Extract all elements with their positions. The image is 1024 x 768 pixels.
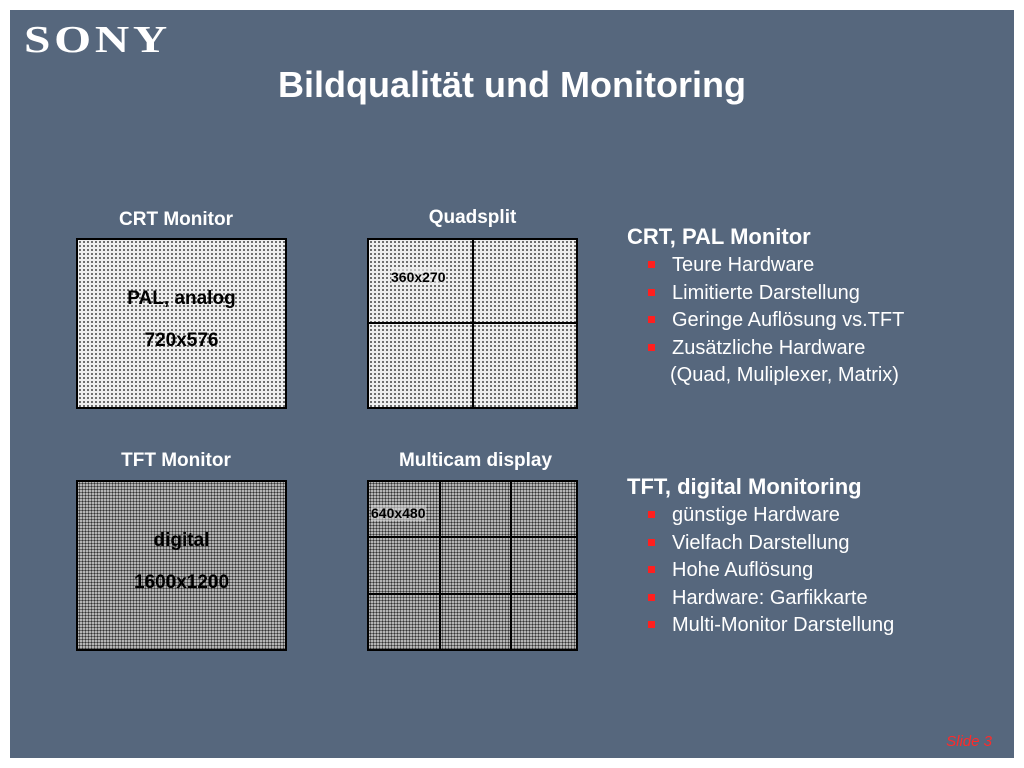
page-title: Bildqualität und Monitoring: [278, 64, 746, 105]
bullet-square-icon: [648, 511, 655, 518]
crt-monitor-resolution: 720x576: [144, 330, 219, 351]
crt-monitor-caption: CRT Monitor: [119, 209, 233, 230]
list-item: Multi-Monitor Darstellung: [642, 612, 894, 640]
crt-monitor-type: PAL, analog: [127, 288, 236, 309]
slide-number: Slide 3: [946, 733, 992, 750]
list-item: Zusätzliche Hardware: [642, 335, 904, 363]
bullet-square-icon: [648, 566, 655, 573]
bullet-text: Zusätzliche Hardware: [672, 336, 866, 359]
quadsplit-cell-label: 360x270: [391, 269, 446, 285]
bullet-text: Vielfach Darstellung: [672, 531, 850, 554]
multicam-caption: Multicam display: [398, 450, 553, 471]
bullet-square-icon: [648, 261, 655, 268]
list-item: Limitierte Darstellung: [642, 280, 904, 308]
quadsplit-box: 360x270: [367, 238, 578, 409]
bullet-square-icon: [648, 343, 655, 351]
list-item: günstige Hardware: [642, 502, 894, 530]
bullet-text: Hohe Auflösung: [672, 559, 814, 581]
multicam-divider-horizontal-1: [369, 536, 576, 538]
bullet-text: günstige Hardware: [672, 504, 840, 526]
bullet-text: Hardware: Garfikkarte: [672, 586, 868, 609]
slide: SONY Bildqualität und Monitoring CRT Mon…: [10, 10, 1014, 758]
quadsplit-divider-horizontal: [369, 322, 576, 324]
multicam-divider-vertical-2: [510, 482, 512, 649]
list-item: Vielfach Darstellung: [642, 530, 894, 558]
bullet-text: Limitierte Darstellung: [672, 281, 860, 304]
multicam-divider-horizontal-2: [369, 593, 576, 595]
tft-section-heading: TFT, digital Monitoring: [627, 474, 862, 499]
crt-monitor-box: PAL, analog 720x576: [76, 238, 287, 409]
tft-monitor-box: digital 1600x1200: [76, 480, 287, 651]
bullet-text: Teure Hardware: [672, 254, 815, 276]
multicam-box: 640x480: [367, 480, 578, 651]
multicam-divider-vertical-1: [439, 482, 441, 649]
bullet-text: Geringe Auflösung vs.TFT: [672, 309, 905, 331]
list-item: Teure Hardware: [642, 252, 904, 280]
bullet-square-icon: [648, 538, 655, 546]
sony-logo: SONY: [24, 19, 171, 61]
list-item: Hohe Auflösung: [642, 557, 894, 585]
bullet-text: Multi-Monitor Darstellung: [672, 614, 895, 636]
bullet-square-icon: [648, 621, 655, 628]
tft-monitor-caption: TFT Monitor: [121, 450, 231, 471]
list-item-continuation: (Quad, Muliplexer, Matrix): [642, 362, 904, 390]
bullet-square-icon: [648, 288, 655, 296]
list-item: Geringe Auflösung vs.TFT: [642, 307, 904, 335]
list-item: Hardware: Garfikkarte: [642, 585, 894, 613]
tft-monitor-type: digital: [153, 530, 210, 551]
bullet-square-icon: [648, 593, 655, 601]
bullet-square-icon: [648, 316, 655, 323]
tft-section-bullets: günstige Hardware Vielfach Darstellung H…: [642, 502, 894, 640]
quadsplit-caption: Quadsplit: [428, 207, 517, 228]
tft-monitor-resolution: 1600x1200: [133, 572, 230, 593]
bullet-continuation-text: (Quad, Muliplexer, Matrix): [670, 364, 899, 386]
crt-section-heading: CRT, PAL Monitor: [627, 224, 811, 249]
crt-section-bullets: Teure Hardware Limitierte Darstellung Ge…: [642, 252, 904, 390]
multicam-cell-label: 640x480: [371, 505, 426, 521]
